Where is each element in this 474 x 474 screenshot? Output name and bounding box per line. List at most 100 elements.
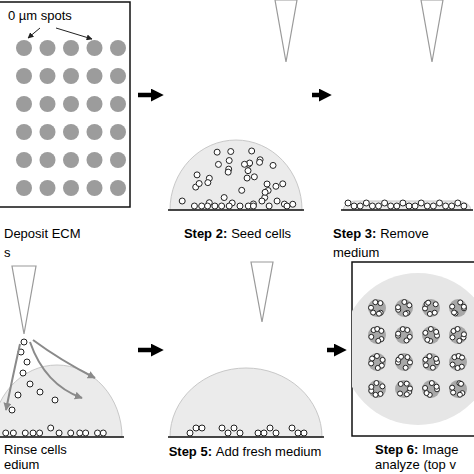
step-caption: Add fresh medium	[216, 444, 322, 459]
cell	[221, 195, 227, 201]
cell	[434, 329, 439, 334]
cell	[273, 430, 279, 436]
cell	[412, 203, 418, 209]
cell	[450, 335, 455, 340]
cell	[267, 425, 273, 431]
ecm-spot	[63, 152, 79, 168]
cell	[451, 390, 456, 395]
cell	[458, 300, 463, 305]
cell	[398, 391, 403, 396]
ecm-spot	[368, 380, 386, 398]
cell	[274, 198, 280, 204]
cell	[262, 189, 268, 195]
cell	[249, 148, 255, 154]
cell	[396, 305, 401, 310]
cell	[370, 356, 375, 361]
ecm-spot	[87, 124, 103, 140]
ecm-spot	[395, 299, 413, 317]
step-panel: Rinse cells edium	[0, 262, 136, 474]
cell	[239, 187, 245, 193]
ecm-spot	[40, 96, 56, 112]
step-arrow	[312, 93, 322, 98]
ecm-spot	[110, 152, 126, 168]
cell	[373, 392, 378, 397]
cell	[376, 311, 381, 316]
flow-arrow	[33, 340, 95, 378]
cell	[56, 430, 62, 436]
medium-droplet	[170, 368, 322, 437]
cell	[27, 381, 33, 387]
cell	[457, 392, 462, 397]
cell	[455, 365, 460, 370]
ecm-spot	[368, 299, 386, 317]
cell	[369, 334, 374, 339]
cell	[245, 168, 251, 174]
cell	[219, 425, 225, 431]
substrate-frame	[0, 2, 130, 207]
ecm-spot	[63, 96, 79, 112]
cell	[30, 430, 36, 436]
ecm-spot	[449, 299, 467, 317]
cell	[418, 200, 424, 206]
cell	[449, 203, 455, 209]
leader-line	[56, 28, 92, 39]
cell	[270, 162, 276, 168]
cell	[37, 389, 43, 395]
cell	[250, 203, 256, 209]
flow-arrow	[6, 344, 20, 410]
cell	[191, 203, 197, 209]
ecm-spot	[63, 40, 79, 56]
cell	[52, 397, 58, 403]
cell	[295, 430, 301, 436]
cell	[251, 174, 257, 180]
cell	[259, 198, 265, 204]
cell	[219, 203, 225, 209]
cell	[374, 381, 379, 386]
cell	[369, 305, 374, 310]
ecm-spot	[110, 96, 126, 112]
cell	[21, 339, 27, 345]
substrate-line	[341, 209, 473, 211]
cell	[9, 407, 15, 413]
caption: 0 µm spots	[8, 8, 108, 24]
cell	[369, 361, 374, 366]
pipette-tip	[421, 0, 443, 62]
ecm-spot	[422, 353, 440, 371]
step-panel: Step 3:Remove medium	[333, 0, 474, 262]
step-panel: Step 6:Image analyze (top v	[348, 262, 474, 474]
cell	[403, 365, 408, 370]
ecm-spot	[16, 180, 32, 196]
cell	[402, 300, 407, 305]
step-caption: Deposit ECM s	[4, 226, 81, 260]
cell	[257, 159, 263, 165]
cell	[400, 200, 406, 206]
cell	[10, 430, 16, 436]
cell	[406, 203, 412, 209]
cell	[423, 385, 428, 390]
cell	[461, 203, 467, 209]
cell	[461, 304, 466, 309]
ecm-spot	[422, 326, 440, 344]
cell	[425, 337, 430, 342]
cell	[369, 203, 375, 209]
medium-film	[343, 201, 471, 210]
cell	[434, 384, 439, 389]
cell	[231, 425, 237, 431]
cell	[437, 200, 443, 206]
step-number: Step 5:	[169, 444, 212, 459]
caption: Rinse cells edium	[4, 442, 76, 472]
cell	[290, 201, 296, 207]
cell	[404, 381, 409, 386]
ecm-spot	[16, 96, 32, 112]
caption: Step 6:Image analyze (top v	[375, 442, 472, 472]
ecm-spot	[87, 180, 103, 196]
step-number: Step 2:	[184, 226, 227, 241]
step-caption: 0 µm spots	[8, 8, 72, 23]
cell	[430, 365, 435, 370]
cell	[226, 158, 232, 164]
cell	[228, 149, 234, 155]
step-number: Step 6:	[375, 442, 418, 457]
ecm-spot	[87, 96, 103, 112]
flow-arrow	[30, 342, 82, 398]
